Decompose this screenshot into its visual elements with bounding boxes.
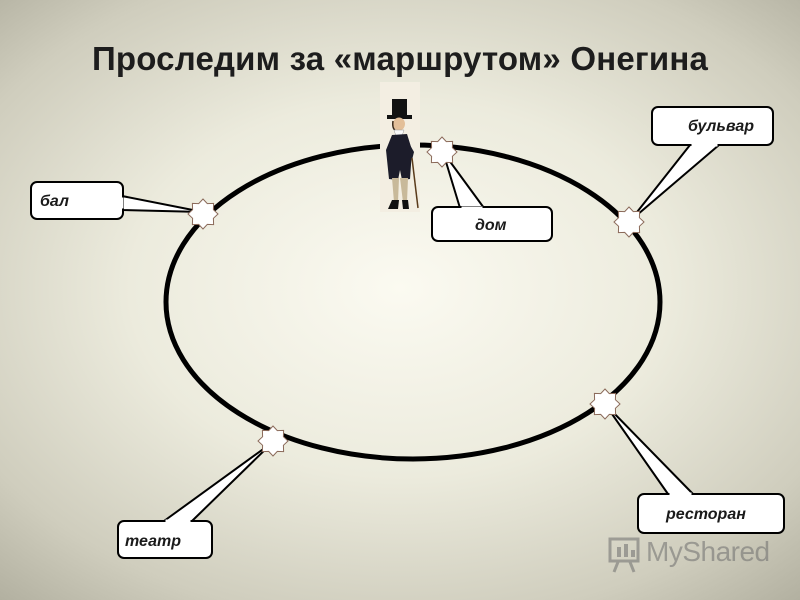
stop-star-bulvar bbox=[613, 206, 645, 238]
stop-star-dom bbox=[426, 136, 458, 168]
callout-dom-label: дом bbox=[475, 217, 507, 234]
callout-teatr-tail bbox=[163, 441, 274, 522]
callout-restoran-box bbox=[637, 493, 785, 534]
callout-bal-label: бал bbox=[40, 193, 69, 210]
callout-dom-box bbox=[431, 206, 553, 242]
callout-bal-tail bbox=[121, 195, 204, 213]
watermark-brand: MyShared bbox=[646, 536, 770, 567]
callout-bulvar: бульвар bbox=[629, 106, 774, 222]
slide-title: Проследим за «маршрутом» Онегина bbox=[91, 40, 708, 77]
callout-restoran: ресторан bbox=[604, 403, 785, 534]
callout-bulvar-label: бульвар bbox=[688, 118, 754, 135]
callout-bulvar-tail bbox=[629, 144, 720, 222]
callout-dom: дом bbox=[431, 151, 553, 242]
watermark: MyShared bbox=[606, 533, 776, 573]
callout-teatr-label: театр bbox=[125, 533, 181, 550]
callout-restoran-label: ресторан bbox=[665, 506, 746, 523]
callout-restoran-tail bbox=[604, 403, 694, 495]
stop-star-bal bbox=[187, 198, 219, 230]
stop-star-teatr bbox=[257, 425, 289, 457]
callout-teatr-box bbox=[117, 520, 213, 559]
stop-star-restoran bbox=[589, 388, 621, 420]
presentation-board-icon bbox=[608, 537, 640, 573]
callout-teatr: театр bbox=[117, 441, 274, 559]
callout-bal: бал bbox=[30, 181, 204, 220]
onegin-figure bbox=[380, 82, 420, 212]
